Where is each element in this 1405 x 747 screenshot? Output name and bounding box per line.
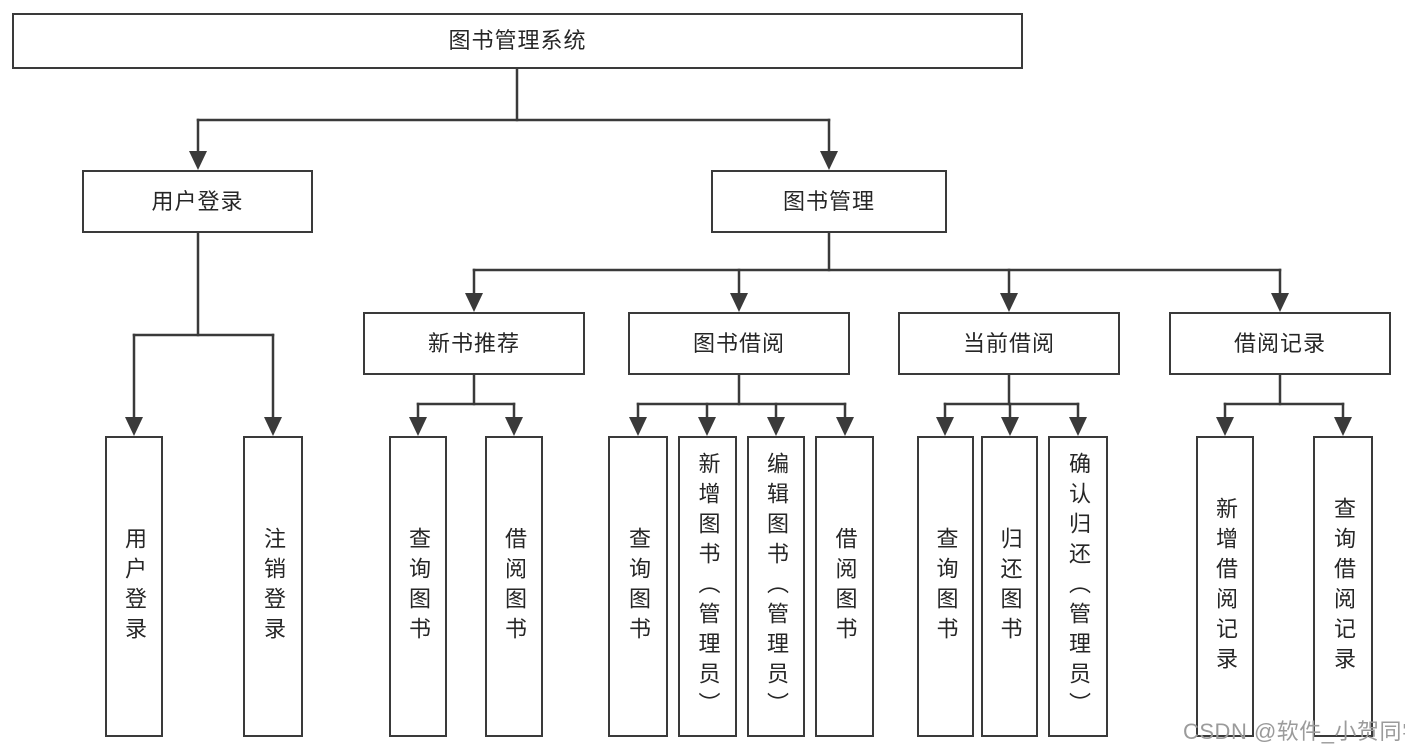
leaf-query-books-current: 查询图书 [917,436,974,737]
leaf-edit-book-admin-label: 编辑图书（管理员） [764,451,789,722]
node-book-management-label: 图书管理 [782,188,875,214]
node-user-login-label: 用户登录 [151,188,244,214]
leaf-query-books-recommend-label: 查询图书 [406,526,431,647]
arrowheads [125,151,1352,436]
leaf-confirm-return-admin: 确认归还（管理员） [1048,436,1108,737]
leaf-add-borrow-record-label: 新增借阅记录 [1213,496,1238,677]
node-root: 图书管理系统 [12,13,1023,69]
csdn-watermark: CSDN @软件_小贺同学 [1183,719,1405,744]
node-borrow-records-label: 借阅记录 [1233,330,1326,356]
leaf-logout: 注销登录 [243,436,303,737]
node-borrow-records: 借阅记录 [1169,312,1391,375]
node-book-management: 图书管理 [711,170,947,233]
leaf-query-books-recommend: 查询图书 [389,436,447,737]
leaf-confirm-return-admin-label: 确认归还（管理员） [1066,451,1091,722]
leaf-borrow-books-recommend: 借阅图书 [485,436,543,737]
leaf-borrow-books-2: 借阅图书 [815,436,874,737]
leaf-user-login-label: 用户登录 [122,526,147,647]
node-new-book-recommend-label: 新书推荐 [427,330,520,356]
leaf-query-books-borrow: 查询图书 [608,436,668,737]
node-current-borrow: 当前借阅 [898,312,1120,375]
leaf-add-book-admin-label: 新增图书（管理员） [695,451,721,722]
node-book-borrow: 图书借阅 [628,312,850,375]
leaf-return-book-label: 归还图书 [997,526,1023,647]
node-current-borrow-label: 当前借阅 [962,330,1055,356]
leaf-edit-book-admin: 编辑图书（管理员） [747,436,805,737]
leaf-borrow-books-recommend-label: 借阅图书 [502,526,527,647]
node-user-login: 用户登录 [82,170,313,233]
node-new-book-recommend: 新书推荐 [363,312,585,375]
leaf-add-borrow-record: 新增借阅记录 [1196,436,1254,737]
node-book-borrow-label: 图书借阅 [692,330,785,356]
leaf-query-books-current-label: 查询图书 [933,526,959,647]
leaf-user-login: 用户登录 [105,436,163,737]
leaf-query-borrow-record: 查询借阅记录 [1313,436,1373,737]
leaf-logout-label: 注销登录 [261,526,286,647]
leaf-query-borrow-record-label: 查询借阅记录 [1331,496,1356,677]
leaf-borrow-books-2-label: 借阅图书 [832,526,858,647]
leaf-add-book-admin: 新增图书（管理员） [678,436,737,737]
leaf-query-books-borrow-label: 查询图书 [626,526,651,647]
node-root-label: 图书管理系统 [448,28,587,53]
leaf-return-book: 归还图书 [981,436,1038,737]
